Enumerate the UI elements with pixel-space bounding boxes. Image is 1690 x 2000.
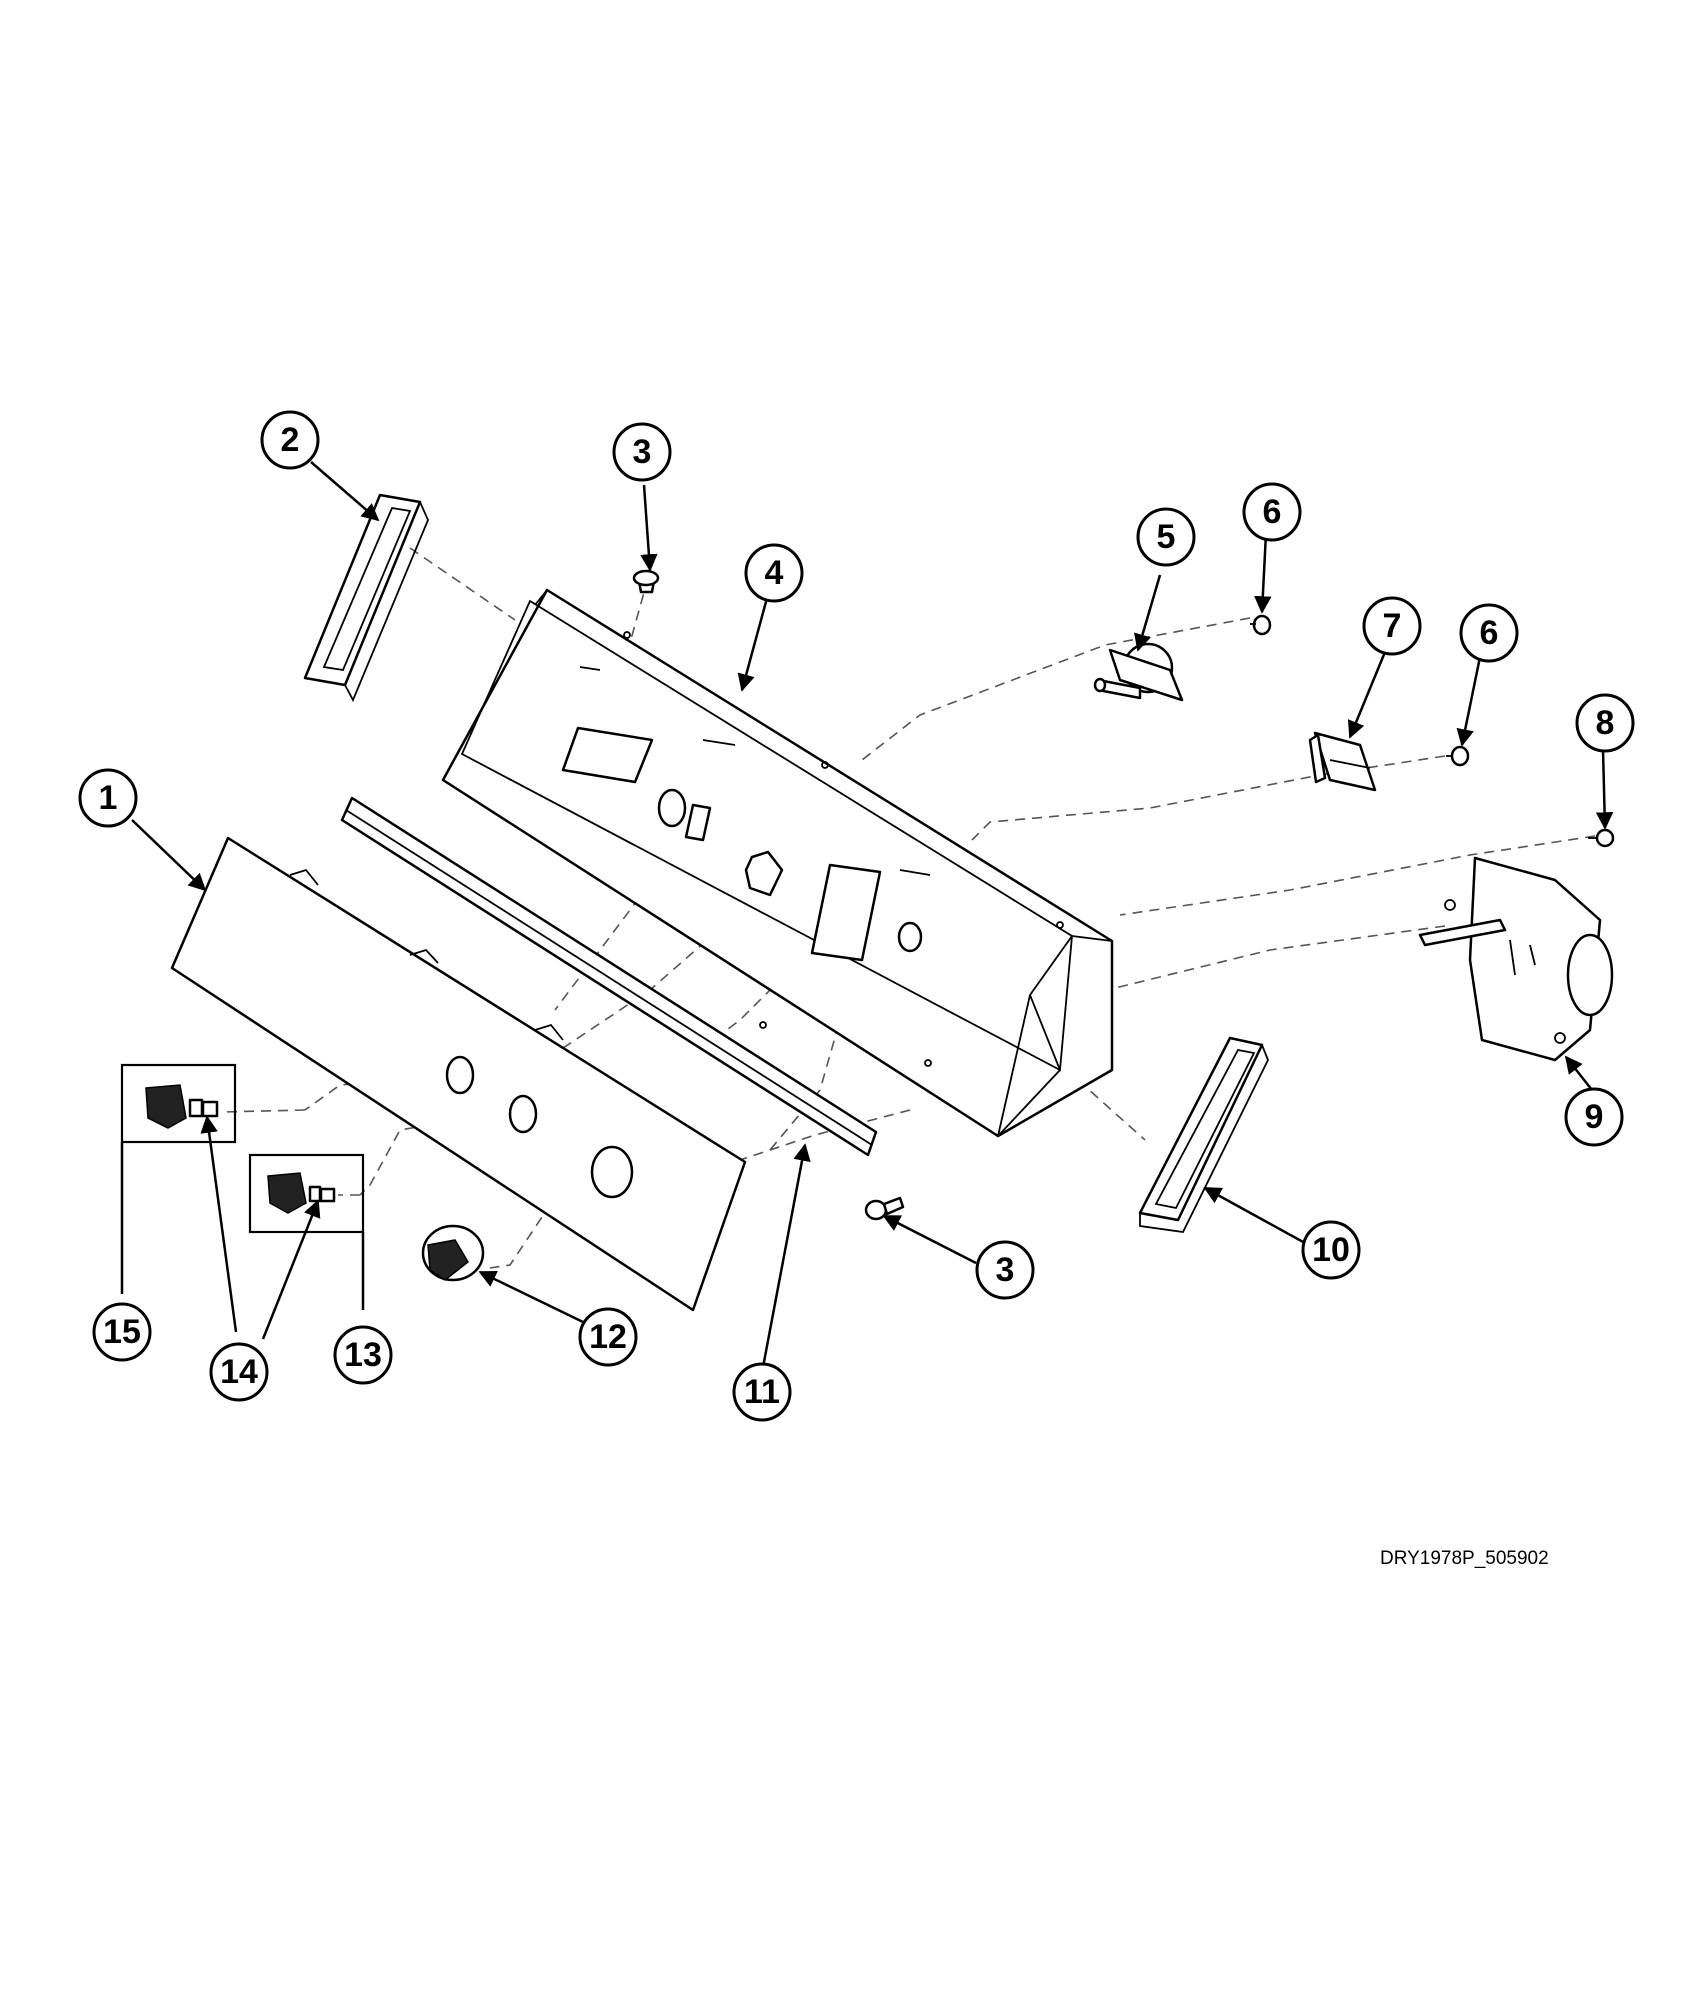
bracket-switch — [1308, 731, 1377, 792]
knob-kit-box-15 — [120, 1063, 237, 1144]
screw-part-8 — [1588, 828, 1615, 848]
callout-11-label: 11 — [744, 1373, 780, 1411]
screw-part-6-a — [1250, 614, 1272, 636]
callout-13-label: 13 — [344, 1336, 382, 1374]
callout-15: 15 — [92, 1302, 152, 1362]
callout-3-top: 3 — [612, 422, 672, 482]
callout-8: 8 — [1575, 693, 1635, 753]
callout-9: 9 — [1564, 1087, 1624, 1147]
callout-7: 7 — [1362, 596, 1422, 656]
callout-2-label: 2 — [281, 421, 300, 459]
callout-6-b: 6 — [1459, 603, 1519, 663]
callout-9-label: 9 — [1585, 1098, 1604, 1136]
callout-5-label: 5 — [1157, 518, 1176, 556]
trim-strip — [340, 796, 878, 1157]
rotary-switch — [1093, 642, 1184, 702]
callout-4-label: 4 — [765, 554, 784, 592]
callout-4: 4 — [744, 543, 804, 603]
callout-2: 2 — [260, 410, 320, 470]
callout-5: 5 — [1136, 507, 1196, 567]
callout-3-bottom: 3 — [975, 1240, 1035, 1300]
callout-3-bottom-label: 3 — [996, 1251, 1015, 1289]
callout-10-label: 10 — [1312, 1231, 1350, 1269]
callout-8-label: 8 — [1596, 704, 1615, 742]
leader-lines — [120, 461, 1614, 1384]
right-end-cap — [1138, 1036, 1269, 1233]
control-panel-overlay — [170, 836, 747, 1312]
callout-14-label: 14 — [220, 1353, 258, 1391]
callout-3-top-label: 3 — [633, 433, 652, 471]
screw-top — [632, 569, 660, 594]
callout-6-a: 6 — [1242, 482, 1302, 542]
callout-12-label: 12 — [589, 1318, 627, 1356]
left-end-cap — [303, 493, 429, 703]
console-housing — [441, 588, 1114, 1138]
callout-13: 13 — [333, 1325, 393, 1385]
callout-6-b-label: 6 — [1480, 614, 1499, 652]
callout-1: 1 — [78, 768, 138, 828]
callout-1-label: 1 — [99, 779, 118, 817]
callout-11: 11 — [732, 1362, 792, 1422]
callout-7-label: 7 — [1383, 607, 1402, 645]
drawing-id: DRY1978P_505902 — [1380, 1548, 1549, 1569]
knob — [421, 1224, 485, 1282]
timer — [1418, 856, 1614, 1062]
callout-12: 12 — [578, 1307, 638, 1367]
callout-14: 14 — [209, 1342, 269, 1402]
callout-15-label: 15 — [103, 1313, 141, 1351]
screw-part-6-b — [1446, 745, 1470, 767]
callout-10: 10 — [1301, 1220, 1361, 1280]
knob-kit-box-13 — [248, 1153, 365, 1234]
screw-bottom — [864, 1196, 905, 1221]
callout-6-a-label: 6 — [1263, 493, 1282, 531]
